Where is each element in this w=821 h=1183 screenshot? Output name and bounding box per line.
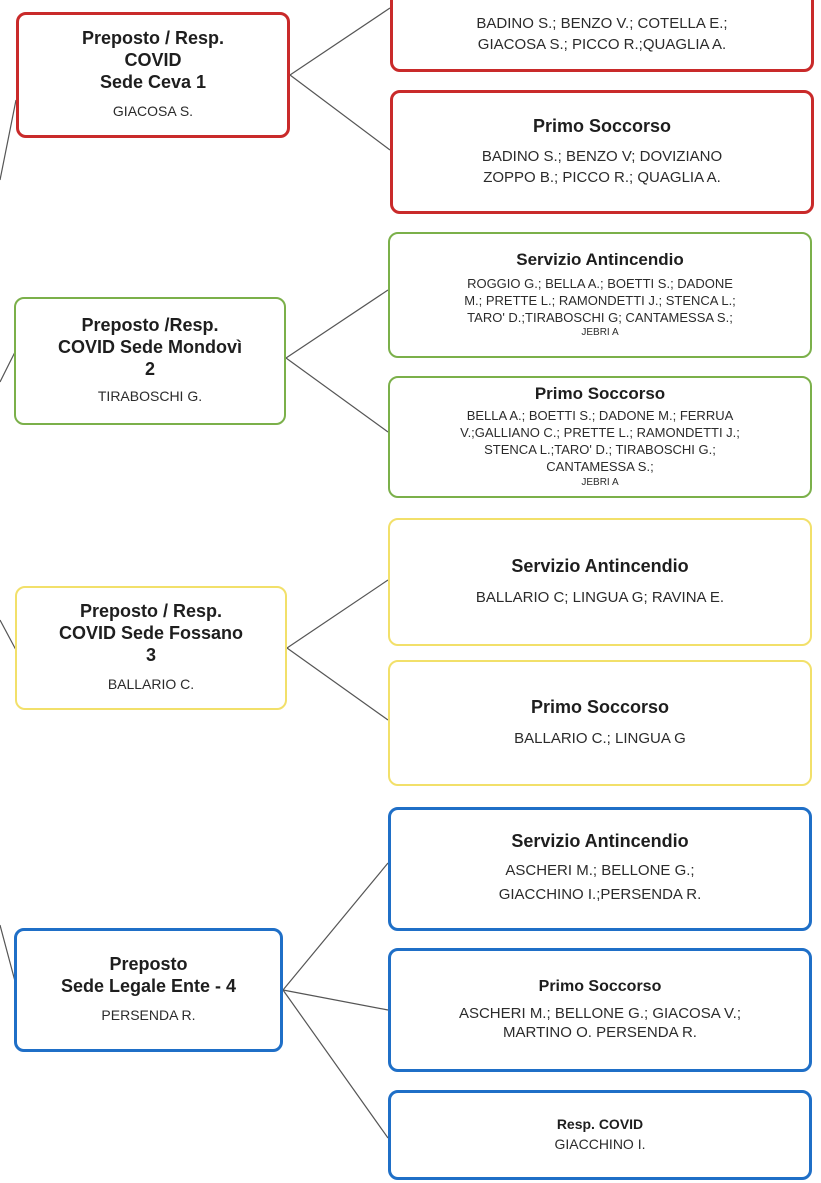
legale-covid-title: Resp. COVID (556, 1115, 644, 1132)
trunk-line-legale (0, 924, 17, 986)
fossano-soccorso-title: Primo Soccorso (530, 696, 670, 717)
ceva-soccorso-names: BADINO S.; BENZO V; DOVIZIANO ZOPPO B.; … (481, 147, 723, 186)
preposto-ceva-title: Preposto / Resp. COVID Sede Ceva 1 (81, 28, 225, 93)
preposto-fossano-title: Preposto / Resp. COVID Sede Fossano 3 (58, 601, 244, 666)
ceva-soccorso-box: Primo Soccorso BADINO S.; BENZO V; DOVIZ… (390, 90, 814, 214)
preposto-ceva-box: Preposto / Resp. COVID Sede Ceva 1 GIACO… (16, 12, 290, 138)
trunk-line-ceva (0, 99, 17, 181)
preposto-mondovi-box: Preposto /Resp. COVID Sede Mondovì 2 TIR… (14, 297, 286, 425)
legale-soccorso-box: Primo Soccorso ASCHERI M.; BELLONE G.; G… (388, 948, 812, 1072)
fossano-soccorso-names: BALLARIO C.; LINGUA G (514, 730, 686, 748)
preposto-legale-title: Preposto Sede Legale Ente - 4 (60, 954, 237, 997)
legale-antincendio-names: ASCHERI M.; BELLONE G.; GIACCHINO I.;PER… (498, 861, 702, 903)
fossano-antincendio-title: Servizio Antincendio (511, 555, 689, 576)
legale-covid-box: Resp. COVID GIACCHINO I. (388, 1090, 812, 1180)
mondovi-soccorso-title: Primo Soccorso (534, 384, 666, 404)
preposto-mondovi-title: Preposto /Resp. COVID Sede Mondovì 2 (57, 315, 243, 380)
trunk-line-mondovi (0, 349, 17, 383)
legale-soccorso-title: Primo Soccorso (538, 978, 662, 996)
ceva-soccorso-title: Primo Soccorso (532, 116, 672, 137)
legale-antincendio-box: Servizio Antincendio ASCHERI M.; BELLONE… (388, 807, 812, 931)
branch-line-legale-soccorso (282, 989, 389, 1011)
mondovi-soccorso-box: Primo Soccorso BELLA A.; BOETTI S.; DADO… (388, 376, 812, 498)
mondovi-antincendio-extra: JEBRI A (581, 327, 619, 339)
branch-line-fossano-antincendio (286, 579, 389, 649)
branch-line-mondovi-antincendio (285, 289, 389, 359)
branch-line-fossano-soccorso (286, 647, 389, 721)
fossano-antincendio-box: Servizio Antincendio BALLARIO C; LINGUA … (388, 518, 812, 646)
preposto-legale-name: PERSENDA R. (101, 1007, 196, 1024)
branch-line-legale-antincendio (282, 862, 389, 991)
branch-line-mondovi-soccorso (285, 357, 389, 433)
ceva-antincendio-names: BADINO S.; BENZO V.; COTELLA E.; GIACOSA… (476, 15, 728, 53)
mondovi-antincendio-box: Servizio Antincendio ROGGIO G.; BELLA A.… (388, 232, 812, 358)
ceva-antincendio-box: BADINO S.; BENZO V.; COTELLA E.; GIACOSA… (390, 0, 814, 72)
trunk-line-fossano (0, 619, 17, 651)
branch-line-ceva-soccorso (289, 74, 391, 151)
branch-line-legale-covid (282, 989, 389, 1139)
mondovi-antincendio-names: ROGGIO G.; BELLA A.; BOETTI S.; DADONE M… (464, 275, 736, 325)
fossano-antincendio-names: BALLARIO C; LINGUA G; RAVINA E. (475, 589, 725, 607)
preposto-fossano-box: Preposto / Resp. COVID Sede Fossano 3 BA… (15, 586, 287, 710)
mondovi-antincendio-title: Servizio Antincendio (516, 249, 684, 269)
branch-line-ceva-antincendio (289, 7, 391, 76)
preposto-mondovi-name: TIRABOSCHI G. (97, 388, 203, 405)
mondovi-soccorso-names: BELLA A.; BOETTI S.; DADONE M.; FERRUA V… (460, 408, 740, 474)
mondovi-soccorso-extra: JEBRI A (581, 476, 619, 488)
fossano-soccorso-box: Primo Soccorso BALLARIO C.; LINGUA G (388, 660, 812, 786)
legale-soccorso-names: ASCHERI M.; BELLONE G.; GIACOSA V.; MART… (458, 1005, 742, 1041)
preposto-ceva-name: GIACOSA S. (112, 103, 194, 120)
legale-covid-name: GIACCHINO I. (554, 1135, 646, 1152)
preposto-legale-box: Preposto Sede Legale Ente - 4 PERSENDA R… (14, 928, 283, 1052)
legale-antincendio-title: Servizio Antincendio (511, 831, 689, 852)
preposto-fossano-name: BALLARIO C. (107, 676, 195, 693)
